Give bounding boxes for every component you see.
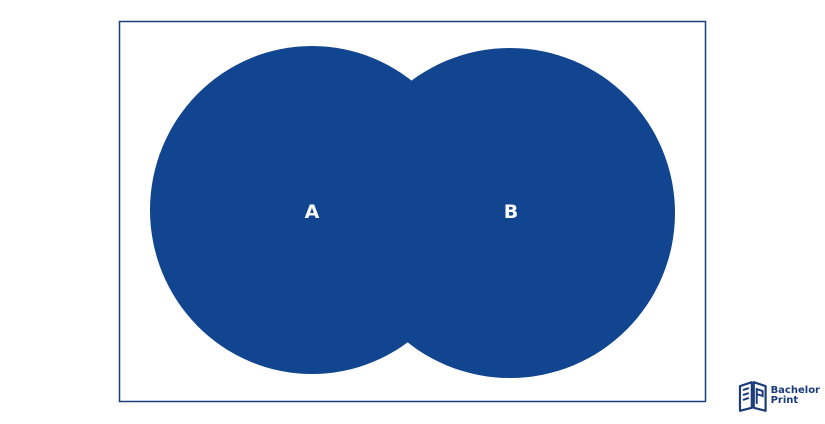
set-a-label: A	[305, 201, 320, 223]
bachelorprint-logo: Bachelor Print	[738, 380, 820, 412]
logo-line-2: Print	[770, 395, 799, 406]
logo-line-1: Bachelor	[770, 385, 820, 396]
set-b-circle	[345, 48, 675, 378]
book-logo-icon	[738, 381, 767, 412]
set-b-label: B	[504, 201, 518, 223]
logo-wordmark: Bachelor Print	[771, 386, 820, 406]
union-region	[150, 46, 675, 378]
